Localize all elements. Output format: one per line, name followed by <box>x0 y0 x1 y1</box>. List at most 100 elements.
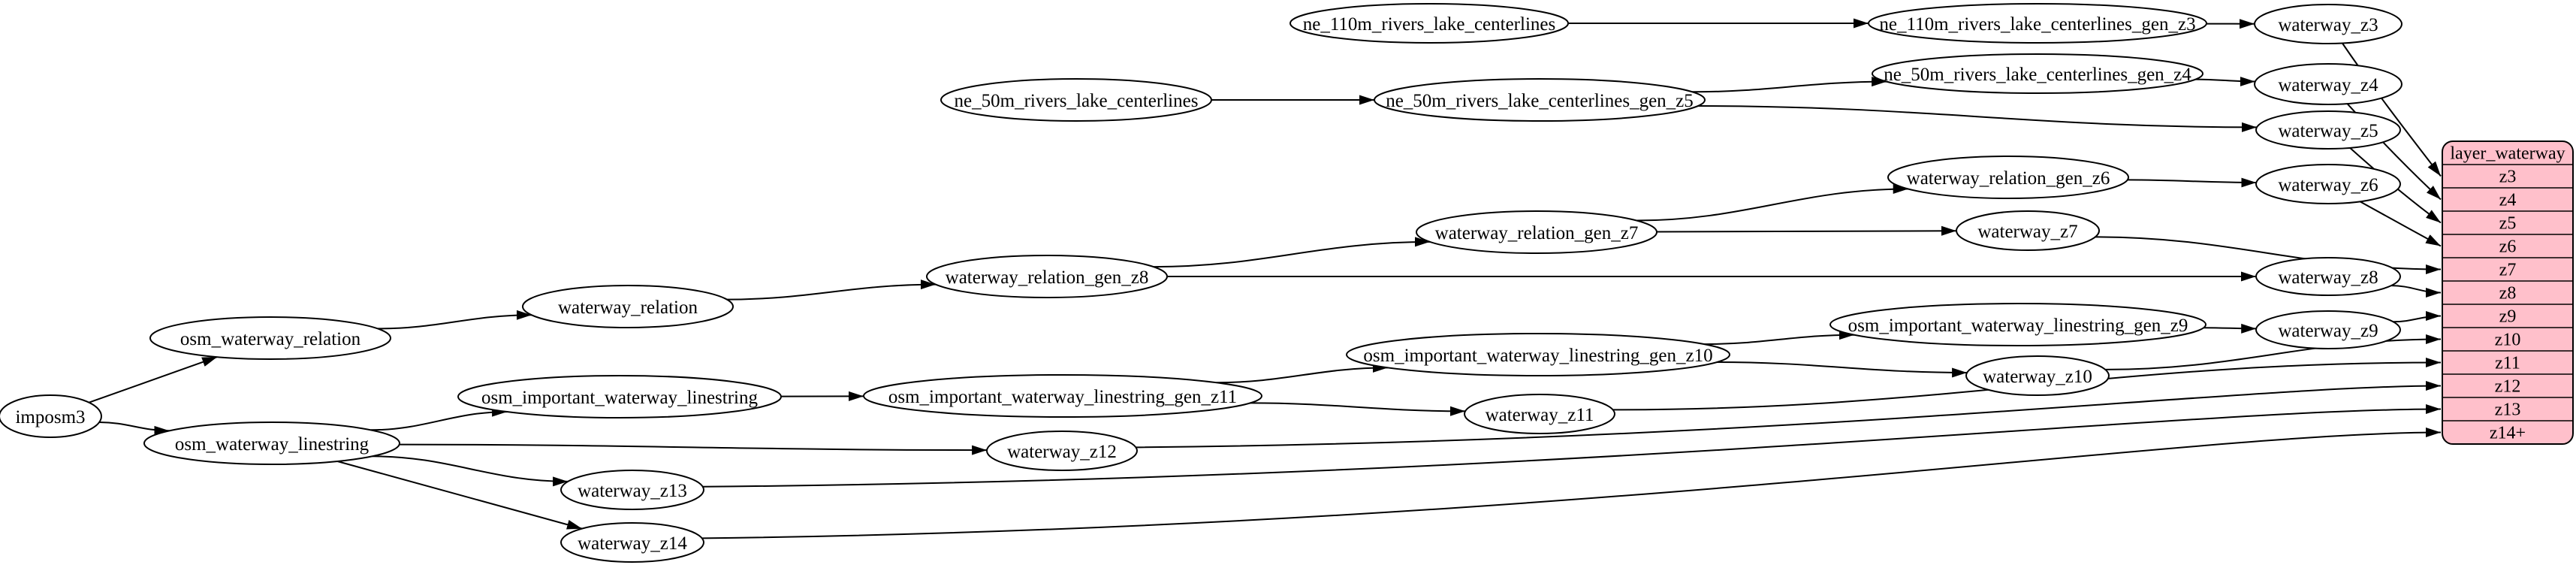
table-row-z5: z5 <box>2499 214 2517 234</box>
table-row-z6: z6 <box>2499 237 2517 257</box>
node-osm_waterway_relation: osm_waterway_relation <box>149 316 391 360</box>
node-ellipse-waterway_z14 <box>560 522 704 563</box>
node-ellipse-waterway_z6 <box>2255 164 2401 204</box>
table-border <box>2442 140 2574 445</box>
node-osm_important_waterway_linestring: osm_important_waterway_linestring <box>457 375 782 418</box>
node-ellipse-imposm3 <box>0 394 102 438</box>
table-row-z10: z10 <box>2495 331 2521 350</box>
node-waterway_z9: waterway_z9 <box>2255 310 2401 349</box>
node-waterway_z3: waterway_z3 <box>2254 4 2403 44</box>
node-ellipse-waterway_z8 <box>2255 257 2401 296</box>
node-label-ne_110m_rivers_lake_centerlines_gen_z3: ne_110m_rivers_lake_centerlines_gen_z3 <box>1879 14 2195 35</box>
edge-waterway_z6-to-layer_waterway-z6 <box>2359 201 2442 247</box>
node-waterway_relation_gen_z8: waterway_relation_gen_z8 <box>926 255 1168 298</box>
node-ellipse-osm_important_waterway_linestring <box>457 375 782 418</box>
node-ne_50m_rivers_lake_centerlines_gen_z4: ne_50m_rivers_lake_centerlines_gen_z4 <box>1872 53 2203 94</box>
node-ellipse-waterway_z4 <box>2254 63 2403 105</box>
node-label-osm_important_waterway_linestring_gen_z11: osm_important_waterway_linestring_gen_z1… <box>888 387 1237 407</box>
edge-waterway_relation_gen_z8-to-waterway_relation_gen_z7 <box>1154 237 1430 268</box>
nodes: imposm3osm_waterway_relationosm_waterway… <box>0 3 2403 563</box>
node-label-waterway_z12: waterway_z12 <box>1007 442 1117 462</box>
node-label-waterway_z5: waterway_z5 <box>2278 121 2378 141</box>
node-ellipse-osm_waterway_relation <box>149 316 391 360</box>
node-waterway_z5: waterway_z5 <box>2255 110 2401 150</box>
table-row-z9: z9 <box>2499 307 2517 327</box>
node-ellipse-waterway_relation_gen_z8 <box>926 255 1168 298</box>
node-waterway_z12: waterway_z12 <box>986 431 1138 471</box>
node-waterway_z14: waterway_z14 <box>560 522 704 563</box>
node-ellipse-ne_110m_rivers_lake_centerlines <box>1290 3 1569 44</box>
node-ne_50m_rivers_lake_centerlines: ne_50m_rivers_lake_centerlines <box>940 78 1212 122</box>
node-waterway_z10: waterway_z10 <box>1965 355 2110 396</box>
table-row-z7: z7 <box>2499 261 2517 280</box>
edge-waterway_z8-to-layer_waterway-z8 <box>2391 285 2442 298</box>
node-osm_important_waterway_linestring_gen_z11: osm_important_waterway_linestring_gen_z1… <box>863 374 1262 418</box>
edge-ne_50m_rivers_lake_centerlines_gen_z5-to-waterway_z5 <box>1697 105 2258 132</box>
edge-waterway_z9-to-layer_waterway-z9 <box>2393 311 2442 323</box>
node-osm_important_waterway_linestring_gen_z9: osm_important_waterway_linestring_gen_z9 <box>1829 303 2206 346</box>
node-ellipse-waterway_z5 <box>2255 110 2401 150</box>
node-waterway_relation: waterway_relation <box>522 285 734 328</box>
node-label-waterway_z14: waterway_z14 <box>578 533 687 554</box>
node-ellipse-waterway_relation_gen_z7 <box>1416 210 1658 254</box>
table-row-z11: z11 <box>2495 354 2520 373</box>
edges <box>89 18 2442 539</box>
edge-osm_important_waterway_linestring_gen_z10-to-waterway_z10 <box>1717 361 1968 378</box>
table-title: layer_waterway <box>2450 144 2565 164</box>
node-ellipse-waterway_z13 <box>560 470 704 510</box>
node-ellipse-ne_50m_rivers_lake_centerlines <box>940 78 1212 122</box>
node-osm_waterway_linestring: osm_waterway_linestring <box>143 421 400 465</box>
table-row-z13: z13 <box>2495 400 2521 420</box>
table-row-z14+: z14+ <box>2490 424 2526 443</box>
node-osm_important_waterway_linestring_gen_z10: osm_important_waterway_linestring_gen_z1… <box>1346 333 1730 376</box>
table-row-z4: z4 <box>2499 191 2517 210</box>
node-ne_110m_rivers_lake_centerlines_gen_z3: ne_110m_rivers_lake_centerlines_gen_z3 <box>1868 3 2207 44</box>
edge-osm_important_waterway_linestring_gen_z11-to-osm_important_waterway_linestring_gen_z10 <box>1216 362 1389 384</box>
node-label-waterway_z4: waterway_z4 <box>2278 75 2378 95</box>
edge-ne_50m_rivers_lake_centerlines_gen_z4-to-waterway_z4 <box>2195 76 2255 86</box>
node-ellipse-waterway_relation <box>522 285 734 328</box>
node-label-waterway_relation: waterway_relation <box>558 298 698 318</box>
edge-osm_important_waterway_linestring_gen_z10-to-osm_important_waterway_linestring_gen_z9 <box>1704 330 1854 346</box>
node-label-waterway_z6: waterway_z6 <box>2278 175 2378 195</box>
node-ne_50m_rivers_lake_centerlines_gen_z5: ne_50m_rivers_lake_centerlines_gen_z5 <box>1374 78 1706 122</box>
edge-osm_waterway_linestring-to-waterway_z13 <box>372 455 569 487</box>
node-ellipse-waterway_z9 <box>2255 310 2401 349</box>
node-ellipse-osm_waterway_linestring <box>143 421 400 465</box>
node-label-ne_50m_rivers_lake_centerlines_gen_z5: ne_50m_rivers_lake_centerlines_gen_z5 <box>1386 91 1694 111</box>
table-row-z3: z3 <box>2499 168 2517 187</box>
edge-waterway_z14-to-layer_waterway-z14+ <box>701 428 2442 539</box>
edge-osm_important_waterway_linestring_gen_z11-to-waterway_z11 <box>1250 402 1466 416</box>
node-waterway_z11: waterway_z11 <box>1464 394 1615 434</box>
edge-waterway_z12-to-layer_waterway-z12 <box>1136 381 2442 449</box>
node-label-waterway_z3: waterway_z3 <box>2278 15 2378 35</box>
node-label-waterway_relation_gen_z7: waterway_relation_gen_z7 <box>1435 223 1639 243</box>
node-waterway_relation_gen_z7: waterway_relation_gen_z7 <box>1416 210 1658 254</box>
node-label-waterway_z9: waterway_z9 <box>2278 321 2378 341</box>
node-label-ne_110m_rivers_lake_centerlines: ne_110m_rivers_lake_centerlines <box>1303 14 1555 35</box>
node-label-waterway_z13: waterway_z13 <box>578 481 687 501</box>
edge-imposm3-to-osm_waterway_linestring <box>99 421 170 436</box>
edge-osm_waterway_linestring-to-waterway_z14 <box>337 461 583 530</box>
edge-osm_waterway_relation-to-waterway_relation <box>377 310 532 330</box>
table-layer_waterway: layer_waterwayz3z4z5z6z7z8z9z10z11z12z13… <box>2442 140 2574 445</box>
edge-imposm3-to-osm_waterway_relation <box>89 356 218 403</box>
node-label-osm_important_waterway_linestring_gen_z9: osm_important_waterway_linestring_gen_z9 <box>1848 316 2188 336</box>
edge-waterway_relation_gen_z6-to-waterway_z6 <box>2127 177 2257 188</box>
node-waterway_relation_gen_z6: waterway_relation_gen_z6 <box>1887 156 2129 199</box>
edge-waterway_z10-to-layer_waterway-z10 <box>2105 334 2442 370</box>
node-label-osm_important_waterway_linestring: osm_important_waterway_linestring <box>481 388 758 408</box>
node-ellipse-osm_important_waterway_linestring_gen_z10 <box>1346 333 1730 376</box>
node-label-waterway_z11: waterway_z11 <box>1486 405 1594 425</box>
node-ellipse-ne_50m_rivers_lake_centerlines_gen_z5 <box>1374 78 1706 122</box>
edge-waterway_relation_gen_z7-to-waterway_relation_gen_z6 <box>1636 184 1908 222</box>
node-ellipse-waterway_z12 <box>986 431 1138 471</box>
node-label-osm_waterway_relation: osm_waterway_relation <box>180 329 361 349</box>
node-ellipse-waterway_z10 <box>1965 355 2110 396</box>
node-label-waterway_z8: waterway_z8 <box>2278 267 2378 288</box>
node-label-waterway_relation_gen_z6: waterway_relation_gen_z6 <box>1907 168 2110 189</box>
node-label-osm_waterway_linestring: osm_waterway_linestring <box>175 434 370 455</box>
node-label-waterway_z10: waterway_z10 <box>1983 367 2092 387</box>
node-label-ne_50m_rivers_lake_centerlines_gen_z4: ne_50m_rivers_lake_centerlines_gen_z4 <box>1884 65 2191 85</box>
